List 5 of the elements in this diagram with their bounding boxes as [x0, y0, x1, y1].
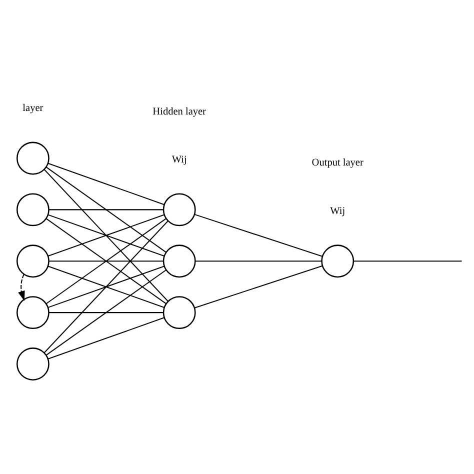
label: Wij [172, 154, 187, 166]
label: layer [22, 103, 44, 114]
label: Wij [330, 206, 346, 217]
label: Hidden layer [152, 106, 206, 118]
label: Output layer [312, 158, 364, 169]
